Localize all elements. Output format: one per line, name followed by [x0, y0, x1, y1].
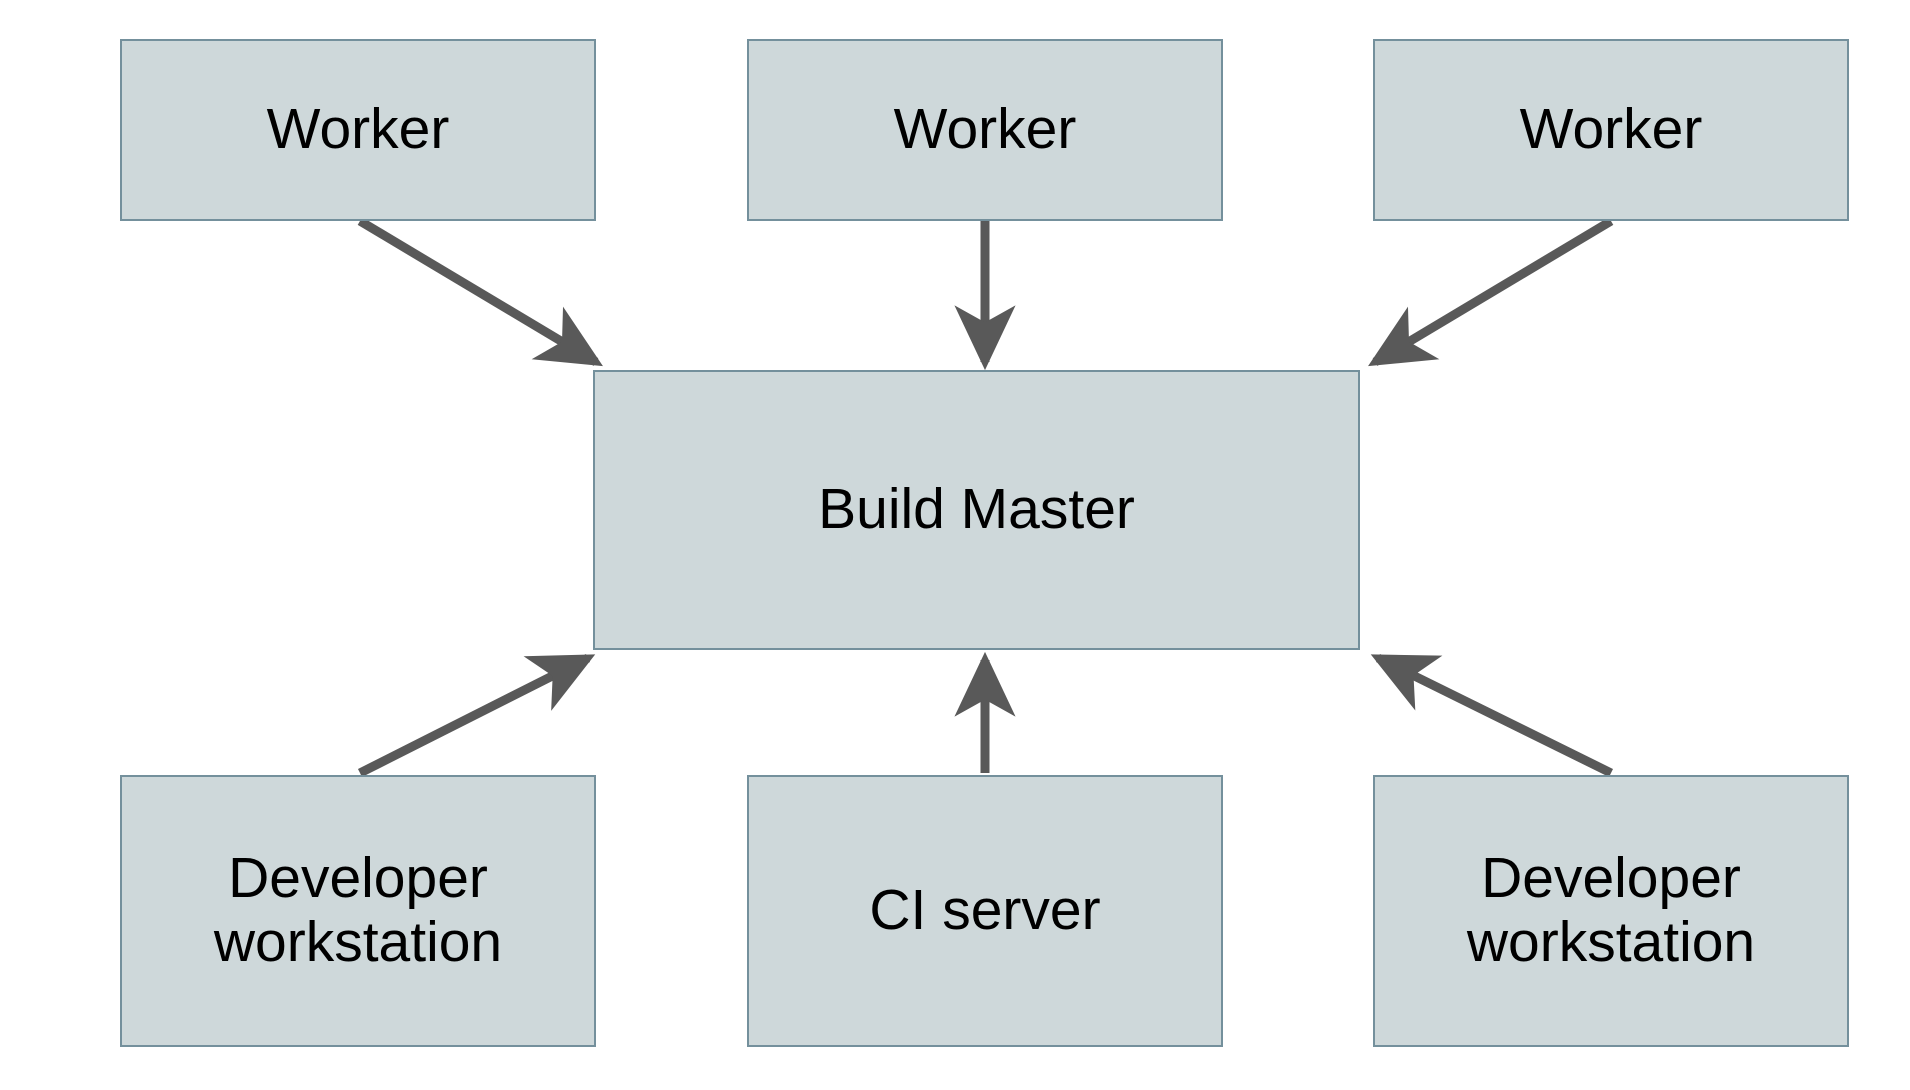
node-ci-server-label: CI server: [869, 878, 1101, 943]
edge-dev-workstation-1-to-build-master: [357, 653, 596, 778]
node-developer-workstation-2[interactable]: Developer workstation: [1373, 775, 1849, 1047]
node-worker-1-label: Worker: [266, 97, 450, 162]
node-developer-workstation-1[interactable]: Developer workstation: [120, 775, 596, 1047]
node-worker-2[interactable]: Worker: [747, 39, 1223, 221]
node-developer-workstation-1-label: Developer workstation: [213, 846, 503, 974]
node-worker-3-label: Worker: [1519, 97, 1703, 162]
edge-worker-1-to-build-master: [357, 217, 603, 367]
node-build-master-label: Build Master: [818, 477, 1135, 542]
node-worker-1[interactable]: Worker: [120, 39, 596, 221]
node-worker-3[interactable]: Worker: [1373, 39, 1849, 221]
edge-dev-workstation-2-to-build-master: [1370, 653, 1613, 778]
node-worker-2-label: Worker: [893, 97, 1077, 162]
node-build-master[interactable]: Build Master: [593, 370, 1360, 650]
edge-worker-3-to-build-master: [1368, 217, 1614, 367]
node-developer-workstation-2-label: Developer workstation: [1466, 846, 1756, 974]
node-ci-server[interactable]: CI server: [747, 775, 1223, 1047]
